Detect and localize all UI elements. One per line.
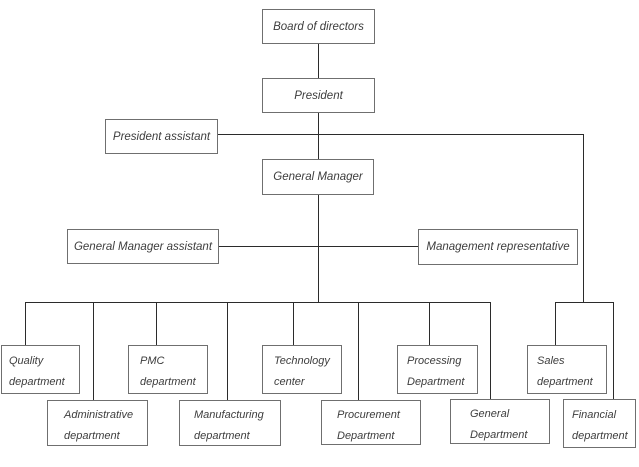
node-label-line1: PMC [140, 355, 165, 367]
connector-drop-processing [429, 302, 430, 345]
connector-drop-manufacturing [227, 302, 228, 400]
node-label-line2: Department [337, 430, 395, 442]
node-label-line1: Financial [572, 409, 617, 421]
node-financial-department: Financial department [563, 399, 636, 448]
node-label: Management representative [426, 241, 570, 253]
node-board-of-directors: Board of directors [262, 9, 375, 44]
node-label-line2: department [9, 376, 65, 388]
node-label-line2: center [274, 376, 305, 388]
connector-president-general-manager [318, 113, 319, 159]
node-label-line1: Sales [537, 355, 565, 367]
node-sales-department: Sales department [527, 345, 607, 394]
connector-president-assistant [218, 134, 584, 135]
connector-drop-pmc [156, 302, 157, 345]
connector-drop-quality [25, 302, 26, 345]
node-label-line1: Administrative [64, 409, 134, 421]
connector-departments-bus [25, 302, 491, 303]
node-label-line1: Processing [407, 355, 462, 367]
node-label-line1: Procurement [337, 409, 400, 421]
connector-general-manager-down [318, 195, 319, 302]
node-label: Board of directors [273, 20, 364, 33]
node-processing-department: Processing Department [397, 345, 478, 394]
node-label-line2: department [572, 430, 628, 442]
node-general-department: General Department [450, 399, 550, 444]
connector-sales-financial-bus [555, 302, 614, 303]
node-general-manager-assistant: General Manager assistant [67, 229, 219, 264]
node-label-line1: General [470, 408, 510, 420]
node-manufacturing-department: Manufacturing department [179, 400, 281, 446]
connector-drop-sales [555, 302, 556, 345]
node-label-line1: Manufacturing [194, 409, 264, 421]
node-label: General Manager [273, 171, 363, 183]
node-technology-center: Technology center [262, 345, 342, 394]
connector-drop-procurement [358, 302, 359, 400]
node-president-assistant: President assistant [105, 119, 218, 154]
connector-assistant-representative [219, 246, 418, 247]
connector-board-president [318, 44, 319, 78]
node-pmc-department: PMC department [128, 345, 208, 394]
node-label: President [294, 89, 343, 102]
node-management-representative: Management representative [418, 229, 578, 265]
node-label: President assistant [112, 130, 211, 143]
node-president: President [262, 78, 375, 113]
node-label-line1: Technology [274, 355, 330, 367]
node-administrative-department: Administrative department [47, 400, 148, 446]
node-label-line2: department [194, 430, 250, 442]
node-quality-department: Quality department [1, 345, 80, 394]
connector-drop-technology [293, 302, 294, 345]
node-label-line2: Department [407, 376, 465, 388]
node-label-line2: department [140, 376, 196, 388]
node-label-line1: Quality [9, 355, 44, 367]
connector-right-branch [583, 134, 584, 302]
node-general-manager: General Manager [262, 159, 374, 195]
connector-drop-general [490, 302, 491, 399]
node-label-line2: department [64, 430, 120, 442]
connector-drop-financial [613, 302, 614, 399]
node-label-line2: department [537, 376, 593, 388]
node-label-line2: Department [470, 429, 528, 441]
connector-drop-administrative [93, 302, 94, 400]
node-label: General Manager assistant [73, 240, 213, 253]
node-procurement-department: Procurement Department [321, 400, 421, 445]
